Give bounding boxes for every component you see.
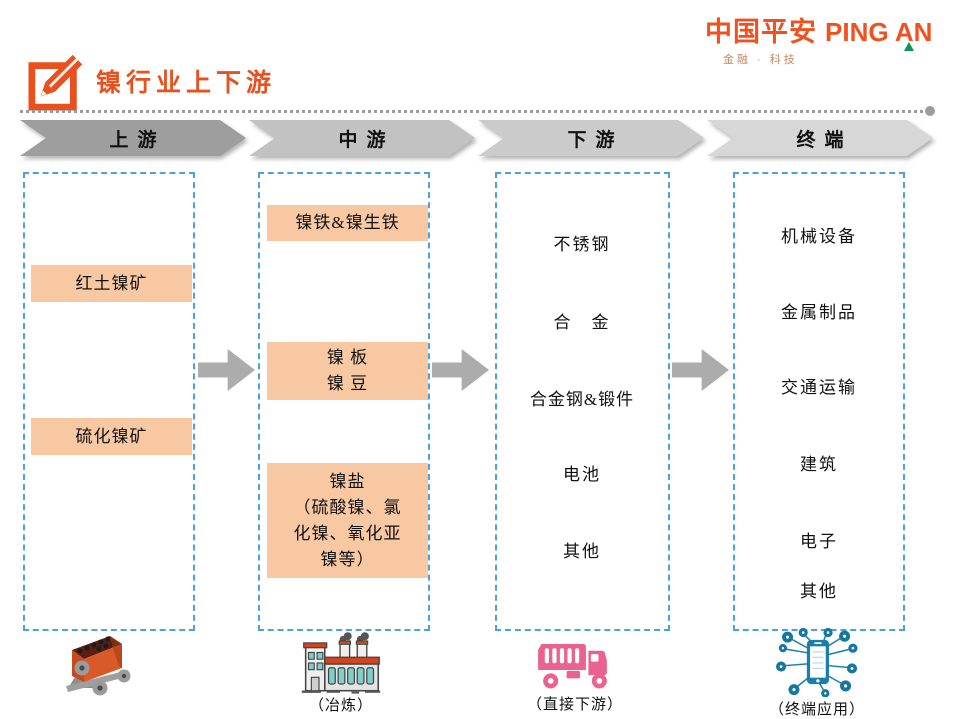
downstream-item-alloy-steel-forgings: 合金钢&锻件 [529, 390, 635, 409]
terminal-item-construction: 建筑 [800, 455, 838, 474]
stage-downstream-chevron: 下游 [478, 120, 704, 156]
mine-cart-icon [66, 636, 131, 696]
direct-downstream-label: （直接下游） [526, 696, 623, 713]
midstream-box-nickel-salts: 镍盐 （硫酸镍、氯 化镍、氧化亚 镍等） [267, 463, 428, 578]
logo-english-text: PING AN [825, 17, 933, 47]
downstream-item-alloy: 合 金 [553, 313, 611, 332]
terminal-item-metal-products: 金属制品 [781, 303, 857, 322]
dotted-divider [20, 110, 923, 113]
midstream-column [258, 172, 430, 631]
stage-midstream-label: 中游 [338, 129, 395, 151]
logo-chinese-text: 中国平安 [705, 17, 817, 47]
upstream-box-laterite-ore: 红土镍矿 [31, 265, 192, 302]
stage-upstream-label: 上游 [109, 129, 166, 151]
stage-downstream-label: 下游 [567, 129, 624, 151]
terminal-column [733, 172, 905, 631]
page-title: 镍行业上下游 [96, 70, 277, 97]
terminal-application-label: （终端应用） [768, 701, 865, 718]
downstream-column [495, 172, 670, 631]
flow-arrow-upstream-to-midstream [198, 349, 255, 391]
terminal-applications-icon [776, 627, 858, 697]
stage-midstream-chevron: 中游 [249, 120, 475, 156]
flow-arrow-downstream-to-terminal [672, 349, 729, 391]
upstream-box-sulfide-ore: 硫化镍矿 [31, 418, 192, 455]
downstream-item-battery: 电池 [563, 465, 601, 484]
delivery-truck-icon [538, 644, 607, 689]
smelting-label: （冶炼） [308, 697, 373, 714]
smelter-factory-icon [301, 632, 381, 694]
midstream-box-ferronickel: 镍铁&镍生铁 [267, 205, 428, 241]
pencil-note-icon [28, 54, 83, 111]
stage-upstream-chevron: 上游 [20, 120, 246, 156]
terminal-item-other: 其他 [800, 582, 838, 601]
pingan-logo: 中国平安 PING AN 金融 · 科技 [705, 10, 945, 67]
midstream-box-nickel-plate-bean: 镍 板 镍 豆 [267, 342, 428, 400]
upstream-column [23, 172, 195, 631]
terminal-item-machinery: 机械设备 [781, 227, 857, 246]
terminal-item-electronics: 电子 [800, 532, 838, 551]
logo-green-accent-icon [904, 42, 914, 51]
logo-subtitle: 金融 · 科技 [723, 54, 798, 66]
dotted-divider-end-dot [925, 106, 935, 116]
terminal-item-transportation: 交通运输 [781, 378, 857, 397]
flow-arrow-midstream-to-downstream [432, 349, 489, 391]
stage-terminal-chevron: 终端 [707, 120, 933, 156]
stage-terminal-label: 终端 [796, 129, 853, 151]
downstream-item-other: 其他 [563, 542, 601, 561]
downstream-item-stainless-steel: 不锈钢 [553, 235, 611, 254]
